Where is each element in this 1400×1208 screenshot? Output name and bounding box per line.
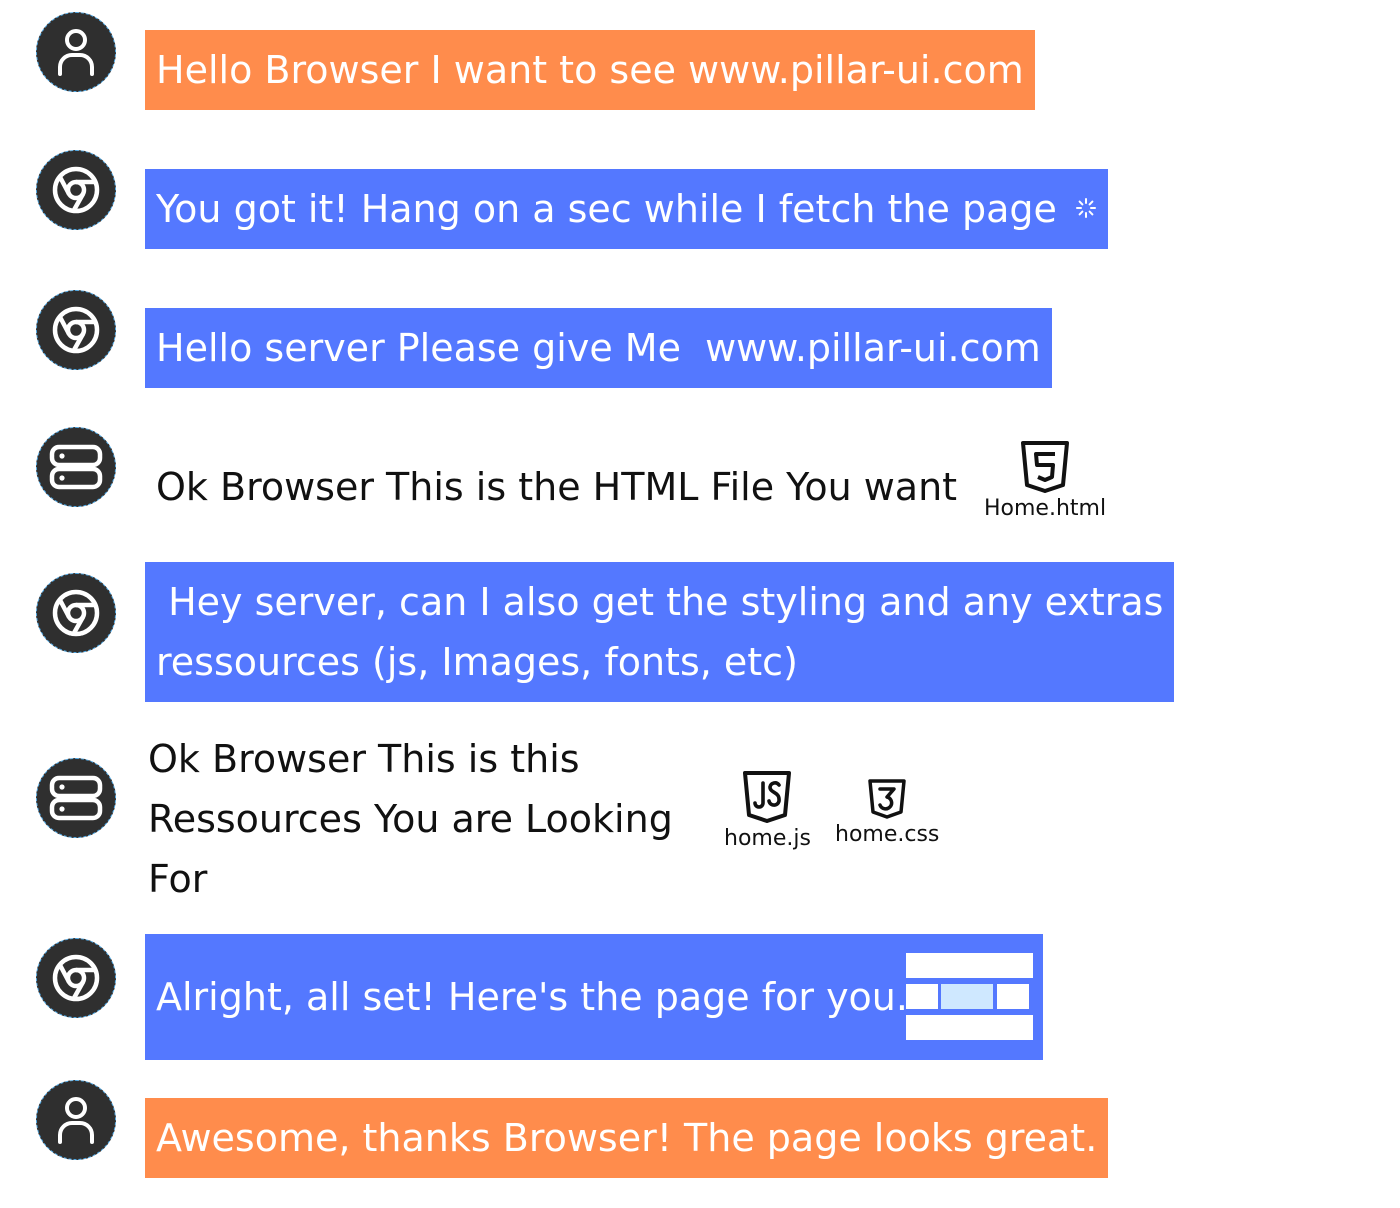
user-avatar — [36, 1080, 116, 1160]
message-text: Awesome, thanks Browser! The page looks … — [156, 1116, 1098, 1160]
message-text: Alright, all set! Here's the page for yo… — [156, 975, 908, 1019]
browser-avatar — [36, 150, 116, 230]
file-attachment: Home.html — [984, 440, 1106, 522]
browser-message-bubble: Alright, all set! Here's the page for yo… — [145, 934, 1043, 1060]
js-icon — [743, 771, 792, 823]
file-name: Home.html — [984, 496, 1107, 521]
server-icon — [49, 444, 103, 490]
message-text: You got it! Hang on a sec while I fetch … — [156, 187, 1057, 231]
file-name: home.js — [724, 826, 811, 851]
file-attachment: home.js — [724, 770, 811, 852]
user-icon — [58, 29, 94, 76]
browser-avatar — [36, 290, 116, 370]
message-text-line: Hey server, can I also get the styling a… — [156, 580, 1164, 624]
server-message-text: Ok Browser This is this Ressources You a… — [148, 729, 673, 909]
browser-message-bubble: You got it! Hang on a sec while I fetch … — [145, 169, 1108, 249]
message-text: Hello Browser I want to see www.pillar-u… — [156, 48, 1024, 92]
chrome-icon — [52, 954, 100, 1002]
user-avatar — [36, 12, 116, 92]
message-text-line: ressources (js, Images, fonts, etc) — [156, 640, 798, 684]
chrome-icon — [52, 589, 100, 637]
message-text: Hello server Please give Me www.pillar-u… — [156, 326, 1041, 370]
html5-icon — [1021, 441, 1070, 493]
message-text-line: Ressources You are Looking — [148, 797, 673, 841]
server-icon — [49, 775, 103, 821]
page-layout-icon — [906, 953, 1033, 1040]
browser-avatar — [36, 573, 116, 653]
loading-spinner-icon — [1075, 197, 1096, 218]
browser-message-bubble: Hello server Please give Me www.pillar-u… — [145, 308, 1052, 388]
message-text-line: For — [148, 857, 208, 901]
chrome-icon — [52, 166, 100, 214]
file-name: home.css — [835, 822, 940, 847]
server-avatar — [36, 427, 116, 507]
server-avatar — [36, 758, 116, 838]
file-attachment: home.css — [835, 778, 939, 848]
message-text-line: Ok Browser This is this — [148, 737, 580, 781]
browser-avatar — [36, 938, 116, 1018]
user-message-bubble: Hello Browser I want to see www.pillar-u… — [145, 30, 1035, 110]
chrome-icon — [52, 306, 100, 354]
browser-message-bubble: Hey server, can I also get the styling a… — [145, 562, 1175, 702]
css3-icon — [868, 779, 906, 819]
user-message-bubble: Awesome, thanks Browser! The page looks … — [145, 1098, 1109, 1178]
server-message-text: Ok Browser This is the HTML File You wan… — [156, 465, 958, 509]
user-icon — [58, 1097, 94, 1144]
